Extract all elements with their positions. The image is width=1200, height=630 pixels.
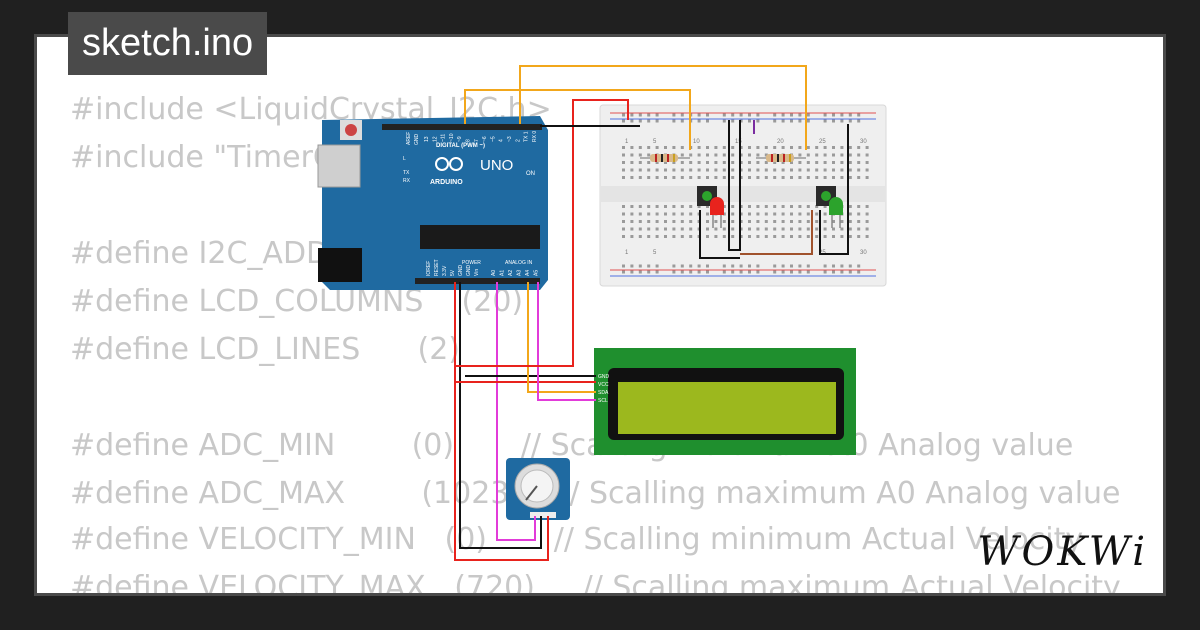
digital-pin-label: 2 — [515, 139, 521, 142]
digital-pin-label: ~3 — [507, 136, 513, 142]
atmega-chip — [420, 225, 540, 249]
power-pin-label: GND — [466, 265, 472, 277]
gnd-label: GND — [414, 134, 420, 146]
digital-pin-label: 4 — [499, 139, 505, 142]
led-label-tx: TX — [403, 170, 410, 176]
lcd-pin-vcc: VCC — [598, 382, 609, 388]
led-label-rx: RX — [403, 178, 411, 184]
sketch-filename-tab[interactable]: sketch.ino — [68, 12, 268, 75]
power-pin-label: GND — [458, 265, 464, 277]
analog-pin-label: A3 — [517, 270, 523, 276]
wire-a0-to-pot — [496, 282, 536, 541]
wires — [454, 65, 849, 561]
wire-button2-gnd — [819, 124, 849, 255]
code-line: #define VELOCITY_MAX (720) // Scalling m… — [70, 570, 1121, 596]
potentiometer[interactable] — [506, 458, 570, 520]
wire-5v-to-breadboard — [455, 99, 629, 367]
digital-pin-label: RX 0 — [532, 131, 538, 142]
lcd-pin-sda: SDA — [598, 390, 609, 396]
analog-pin-label: A4 — [525, 270, 531, 276]
lcd-pin-scl: SCL — [598, 398, 608, 404]
resistor-2[interactable] — [756, 154, 806, 162]
board-model-label: UNO — [480, 157, 513, 174]
usb-port — [317, 144, 361, 188]
column-number: 15 — [735, 139, 742, 145]
column-number: 10 — [693, 139, 700, 145]
code-line: #define VELOCITY_MIN (0) // Scalling min… — [70, 522, 1084, 557]
power-pin-label: 5V — [450, 269, 456, 276]
column-number: 30 — [860, 139, 867, 145]
power-pin-label: Vin — [474, 269, 480, 276]
wire-button2-brown — [740, 210, 813, 255]
wire-scl-to-lcd — [537, 282, 596, 401]
column-number: 1 — [625, 139, 629, 145]
digital-pin-label: 13 — [424, 136, 430, 142]
wire-pin2-to-led2 — [519, 65, 807, 150]
wire-gnd-to-pot — [459, 282, 542, 549]
analog-pin-label: A5 — [534, 270, 540, 276]
led-red[interactable] — [710, 197, 724, 228]
brand-label: ARDUINO — [430, 179, 463, 186]
digital-pin-label: ~10 — [449, 133, 455, 142]
digital-pin-label: ~5 — [490, 136, 496, 142]
digital-label: DIGITAL (PWM ~) — [436, 143, 485, 149]
wire-sda-to-lcd — [527, 282, 596, 393]
led-green[interactable] — [829, 197, 843, 228]
digital-pin-label: ~11 — [441, 134, 447, 142]
digital-pin-label: 7 — [474, 139, 480, 142]
wire-5v-to-pot — [454, 282, 549, 561]
digital-header — [382, 124, 542, 130]
analog-pin-label: A1 — [500, 270, 506, 276]
digital-pin-label: ~9 — [457, 136, 463, 142]
analog-label: ANALOG IN — [505, 260, 533, 266]
column-number: 1 — [625, 250, 629, 256]
arduino-uno[interactable]: DIGITAL (PWM ~) UNO ARDUINO ON POWER ANA… — [317, 116, 548, 290]
digital-pin-label: ~6 — [482, 136, 488, 142]
resistor-1[interactable] — [640, 154, 690, 162]
analog-pin-label: A2 — [508, 270, 514, 276]
lcd-display[interactable]: GND VCC SDA SCL — [594, 348, 856, 455]
code-line: #define LCD_LINES (2) — [70, 332, 461, 367]
infinity-logo-icon — [435, 157, 463, 171]
code-line: #define ADC_MAX (1023) // Scalling maxim… — [70, 476, 1121, 511]
lcd-pin-gnd: GND — [598, 374, 610, 380]
digital-pin-label: TX 1 — [524, 131, 530, 142]
on-led-label: ON — [526, 171, 535, 177]
column-number: 25 — [819, 139, 826, 145]
wire-button1-gnd — [699, 210, 740, 259]
column-number: 20 — [777, 139, 784, 145]
power-pin-label: RESET — [434, 259, 440, 276]
led-label-l: L — [403, 156, 406, 162]
wokwi-logo: WOKWi — [977, 529, 1148, 575]
column-number: 30 — [860, 250, 867, 256]
power-label: POWER — [462, 260, 481, 266]
power-pin-label: IOREF — [426, 261, 432, 276]
wire-pin3-to-led1 — [464, 89, 691, 150]
power-jack — [318, 248, 362, 282]
breadboard[interactable]: 1 5 10 15 20 25 30 1 5 25 30 — [599, 104, 887, 287]
analog-pin-label: A0 — [491, 270, 497, 276]
wire-gnd-rail — [728, 120, 741, 251]
lcd-pin-labels: GND VCC SDA SCL — [598, 374, 610, 404]
column-number: 5 — [653, 250, 657, 256]
power-pin-label: 3.3V — [442, 265, 448, 276]
power-analog-header — [415, 278, 540, 284]
digital-pin-label: 12 — [432, 136, 438, 142]
digital-pin-label: 8 — [466, 139, 472, 142]
aref-label: AREF — [406, 132, 412, 145]
column-number: 5 — [653, 139, 657, 145]
